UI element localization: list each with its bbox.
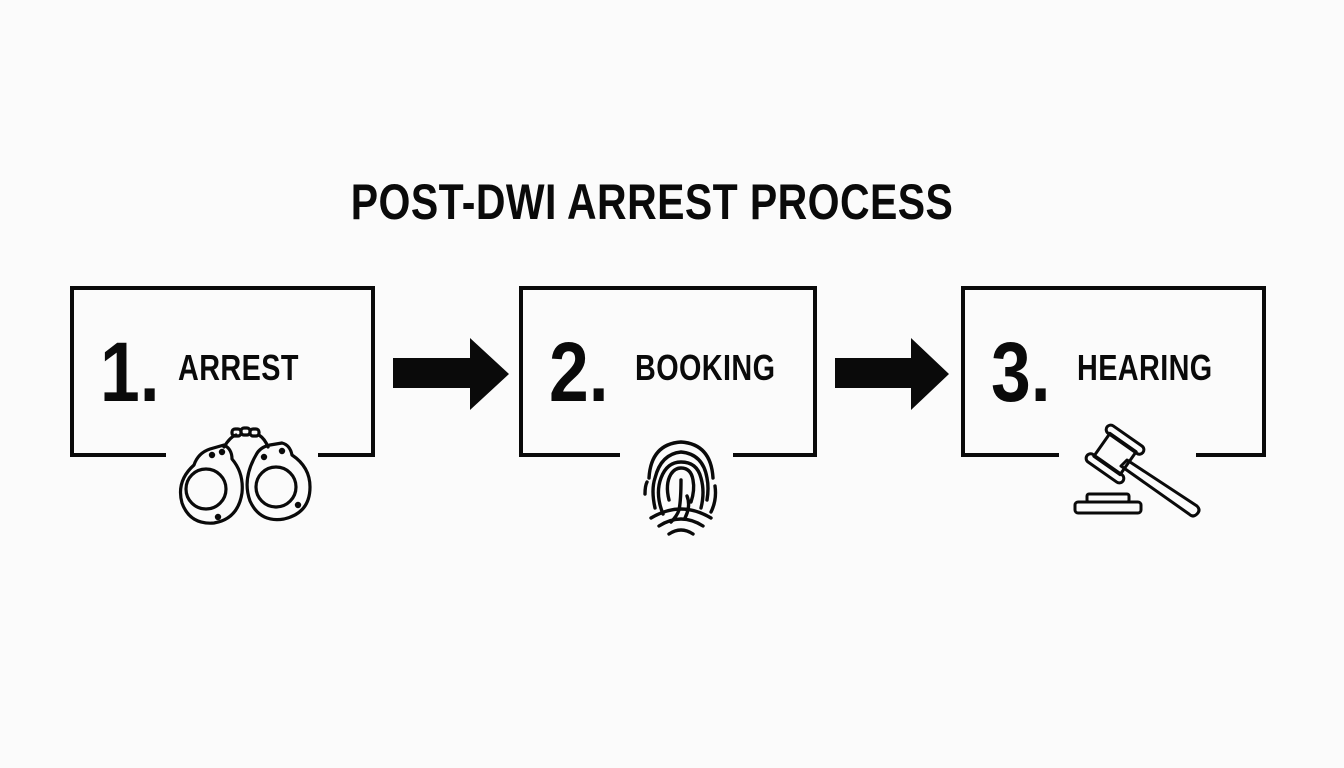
step-booking: 2. BOOKING — [519, 286, 817, 536]
arrow-right-icon — [393, 338, 509, 410]
step-label: HEARING — [1077, 347, 1213, 388]
step-label: ARREST — [178, 347, 299, 388]
step-number: 2. — [549, 325, 609, 419]
box-border — [74, 453, 166, 457]
handcuffs-icon — [178, 426, 312, 525]
step-hearing: 3. HEARING — [961, 286, 1266, 518]
fingerprint-icon — [643, 440, 718, 536]
gavel-icon — [1073, 423, 1201, 518]
box-border — [318, 453, 371, 457]
step-number: 1. — [100, 325, 160, 419]
diagram-title: POST-DWI ARREST PROCESS — [350, 174, 954, 230]
box-border — [523, 453, 620, 457]
step-arrest: 1. ARREST — [70, 286, 375, 525]
arrow-right-icon — [835, 338, 949, 410]
box-border — [965, 453, 1059, 457]
step-number: 3. — [991, 325, 1051, 419]
box-border — [733, 453, 813, 457]
box-border — [1196, 453, 1262, 457]
step-label: BOOKING — [635, 347, 776, 388]
